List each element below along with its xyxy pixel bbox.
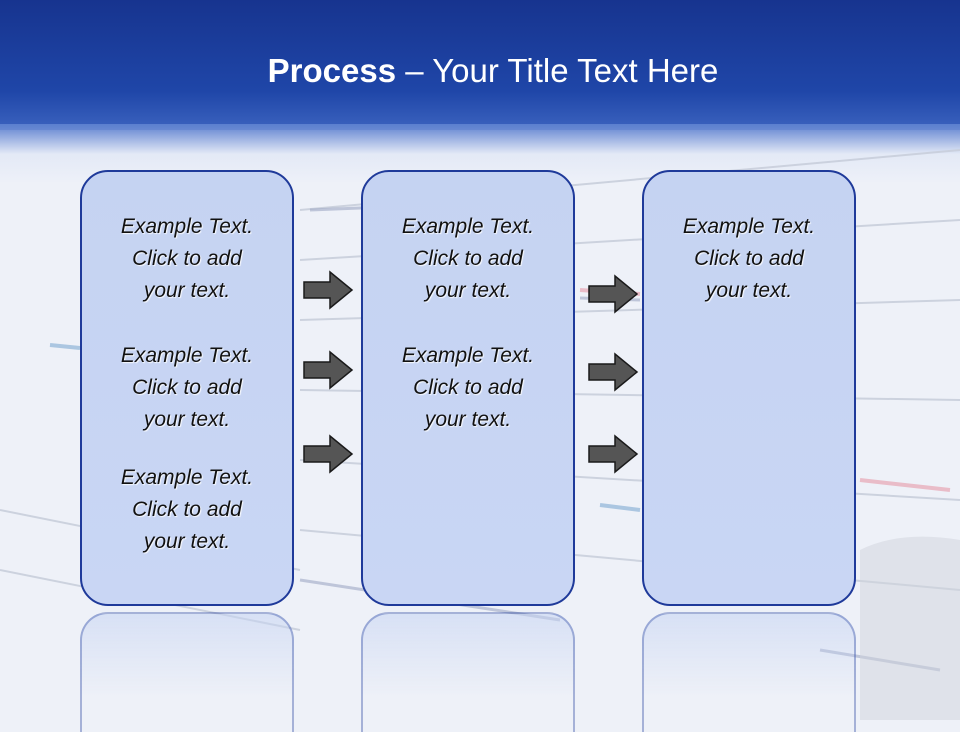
text-block-1-3[interactable]: Example Text. Click to add your text. xyxy=(80,462,294,558)
text-line: Click to add xyxy=(694,247,804,270)
header-band xyxy=(0,0,960,130)
text-line: your text. xyxy=(143,279,231,302)
box-reflection-1 xyxy=(80,612,294,732)
text-line: your text. xyxy=(424,408,512,431)
text-line: Example Text. xyxy=(120,215,254,238)
process-box-2[interactable] xyxy=(361,170,575,606)
text-line: Example Text. xyxy=(120,344,254,367)
text-block-1-2[interactable]: Example Text. Click to add your text. xyxy=(80,340,294,436)
right-arrow-icon xyxy=(588,434,639,474)
title-rest: – Your Title Text Here xyxy=(396,52,719,89)
text-block-3-1[interactable]: Example Text. Click to add your text. xyxy=(642,211,856,307)
text-block-1-1[interactable]: Example Text. Click to add your text. xyxy=(80,211,294,307)
text-line: Click to add xyxy=(413,247,523,270)
text-line: your text. xyxy=(424,279,512,302)
process-box-3[interactable] xyxy=(642,170,856,606)
text-line: your text. xyxy=(705,279,793,302)
process-box-1[interactable] xyxy=(80,170,294,606)
slide-title[interactable]: Process – Your Title Text Here xyxy=(0,52,960,90)
right-arrow-icon xyxy=(303,434,354,474)
box-reflection-2 xyxy=(361,612,575,732)
title-bold: Process xyxy=(267,52,397,89)
right-arrow-icon xyxy=(588,274,639,314)
box-reflection-3 xyxy=(642,612,856,732)
text-line: Example Text. xyxy=(401,344,535,367)
text-line: Click to add xyxy=(413,376,523,399)
text-line: Example Text. xyxy=(682,215,816,238)
text-line: Click to add xyxy=(132,247,242,270)
right-arrow-icon xyxy=(303,270,354,310)
text-line: Example Text. xyxy=(401,215,535,238)
text-block-2-2[interactable]: Example Text. Click to add your text. xyxy=(361,340,575,436)
right-arrow-icon xyxy=(303,350,354,390)
text-line: Example Text. xyxy=(120,466,254,489)
text-line: your text. xyxy=(143,530,231,553)
text-line: Click to add xyxy=(132,376,242,399)
right-arrow-icon xyxy=(588,352,639,392)
text-block-2-1[interactable]: Example Text. Click to add your text. xyxy=(361,211,575,307)
text-line: your text. xyxy=(143,408,231,431)
text-line: Click to add xyxy=(132,498,242,521)
